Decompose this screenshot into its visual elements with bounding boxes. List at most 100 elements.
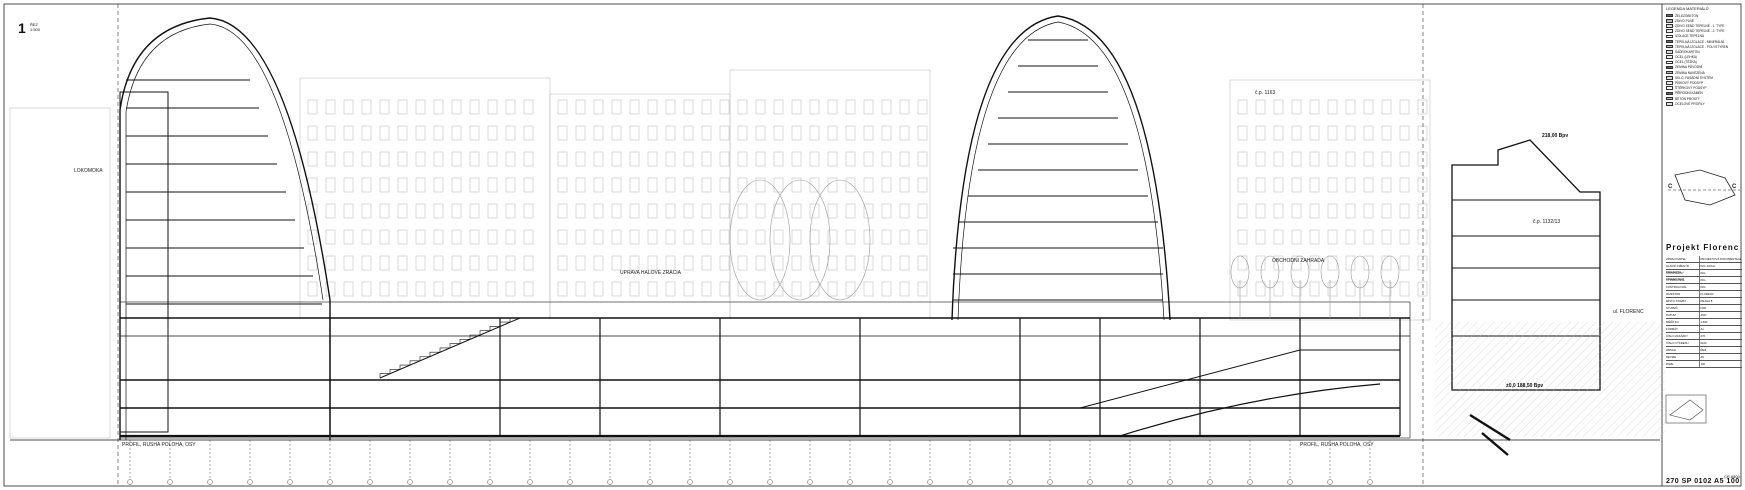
title-block-value: PRAHA 8 xyxy=(1700,299,1713,303)
facade-window xyxy=(361,99,372,115)
facade-window xyxy=(737,177,748,193)
title-block-key: ODPOVĚDNÝ PROJEKTANT xyxy=(1666,270,1701,281)
facade-window xyxy=(755,99,766,115)
facade-window xyxy=(1399,281,1410,297)
facade-window xyxy=(379,177,390,193)
stair-step xyxy=(449,343,460,348)
facade-window xyxy=(325,99,336,115)
facade-window xyxy=(523,255,534,271)
facade-window xyxy=(611,125,622,141)
facade-window xyxy=(1363,255,1374,271)
facade-window xyxy=(1255,125,1266,141)
facade-window xyxy=(1399,203,1410,219)
facade-window xyxy=(1417,203,1428,219)
facade-window xyxy=(451,255,462,271)
facade-window xyxy=(1309,99,1320,115)
grid-bubble xyxy=(1207,479,1213,485)
facade-window xyxy=(523,99,534,115)
facade-window xyxy=(1399,255,1410,271)
facade-window xyxy=(325,177,336,193)
legend-label: IZOLACE TEPELNÁ xyxy=(1675,34,1704,39)
legend-swatch xyxy=(1666,55,1673,59)
facade-window xyxy=(557,177,568,193)
legend-swatch xyxy=(1666,102,1673,106)
title-block-key: KONTROLOVAL xyxy=(1666,284,1701,290)
facade-window xyxy=(433,255,444,271)
facade-window xyxy=(415,99,426,115)
legend-item: SÁDROKARTON xyxy=(1666,49,1742,54)
title-block-key: STUPEŇ xyxy=(1666,305,1701,311)
facade-window xyxy=(487,125,498,141)
stair-step xyxy=(399,364,410,370)
facade-window xyxy=(523,203,534,219)
facade-window xyxy=(809,125,820,141)
facade-window xyxy=(1381,99,1392,115)
facade-window xyxy=(629,203,640,219)
facade-window xyxy=(1237,203,1248,219)
facade-window xyxy=(1309,203,1320,219)
legend-item: TEPELNÁ IZOLACE - MINERÁLNÍ xyxy=(1666,39,1742,44)
title-block-value: DSP xyxy=(1700,306,1707,310)
facade-window xyxy=(575,177,586,193)
legend-item: OCELOVÉ PROFILY xyxy=(1666,101,1742,106)
facade-window xyxy=(827,281,838,297)
facade-window xyxy=(487,99,498,115)
facade-window xyxy=(1273,203,1284,219)
grid-bubble xyxy=(247,479,253,485)
facade-window xyxy=(719,99,730,115)
facade-window xyxy=(755,255,766,271)
facade-window xyxy=(505,177,516,193)
facade-window xyxy=(1309,125,1320,141)
tree-canopy xyxy=(1290,255,1310,289)
facade-window xyxy=(575,151,586,167)
grid-bubble xyxy=(767,479,773,485)
facade-window xyxy=(665,177,676,193)
facade-window xyxy=(433,125,444,141)
facade-window xyxy=(1273,125,1284,141)
facade-window xyxy=(917,125,928,141)
facade-window xyxy=(361,203,372,219)
facade-window xyxy=(379,229,390,245)
legend-label: TEPELNÁ IZOLACE - POLYSTYREN xyxy=(1675,44,1729,49)
facade-window xyxy=(1291,203,1302,219)
facade-window xyxy=(575,281,586,297)
facade-window xyxy=(523,151,534,167)
facade-window xyxy=(1273,229,1284,245)
grid-bubble xyxy=(287,479,293,485)
legend-item: BETON PROSTÝ xyxy=(1666,96,1742,101)
title-block-key: REVIZE xyxy=(1666,354,1701,360)
stair-step xyxy=(469,334,480,340)
facade-window xyxy=(629,281,640,297)
facade-window xyxy=(379,203,390,219)
title-block-value: ING. xyxy=(1700,271,1707,275)
facade-window xyxy=(755,177,766,193)
legend-swatch xyxy=(1666,60,1673,65)
sheet-border xyxy=(3,3,1742,487)
facade-window xyxy=(1273,255,1284,271)
facade-window xyxy=(701,281,712,297)
facade-window xyxy=(863,99,874,115)
facade-window xyxy=(719,255,730,271)
facade-window xyxy=(469,177,480,193)
grid-bubble xyxy=(1007,479,1013,485)
legend-label: OCEL (TĚŽKÁ) xyxy=(1675,60,1697,65)
facade-window xyxy=(593,151,604,167)
diagonal-strokes xyxy=(1469,413,1511,456)
facade-window xyxy=(1327,151,1338,167)
facade-window xyxy=(791,151,802,167)
facade-window xyxy=(611,281,622,297)
facade-window xyxy=(881,125,892,141)
facade-window xyxy=(451,281,462,297)
facade-window xyxy=(1363,125,1374,141)
facade-window xyxy=(683,177,694,193)
facade-window xyxy=(505,229,516,245)
facade-window xyxy=(557,125,568,141)
facade-window xyxy=(1291,99,1302,115)
facade-window xyxy=(433,281,444,297)
grid-bubble xyxy=(647,479,653,485)
facade-window xyxy=(575,99,586,115)
